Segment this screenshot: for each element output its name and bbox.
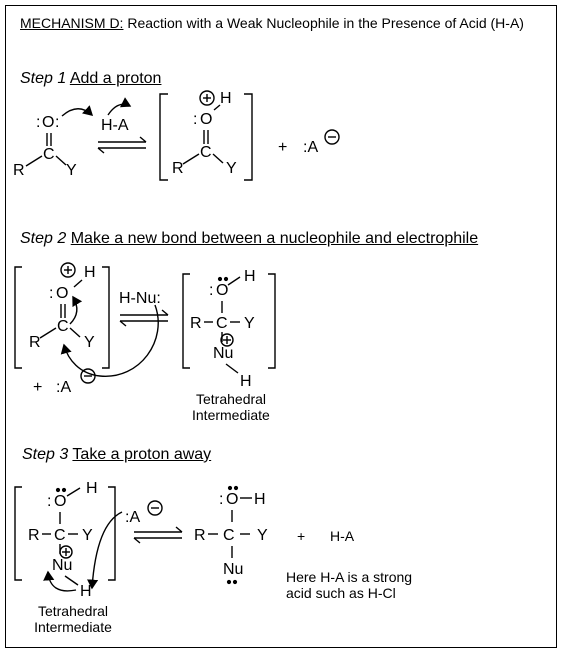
svg-text::: :	[193, 111, 197, 128]
atom-H: H	[244, 268, 256, 285]
negative-charge-icon	[324, 129, 340, 145]
intermediate-label-line1: Tetrahedral	[196, 391, 266, 407]
curved-arrow	[43, 570, 77, 592]
step2-reactant: H : O C R Y	[29, 262, 96, 351]
atom-O: O	[56, 285, 68, 302]
negative-charge-icon	[147, 500, 163, 516]
step1-protonated: H : O C R Y	[172, 90, 237, 177]
bracket-left	[159, 93, 168, 181]
atom-O: O	[54, 493, 66, 510]
diagram-title: MECHANISM D: Reaction with a Weak Nucleo…	[20, 13, 540, 33]
intermediate-label-line2: Intermediate	[192, 407, 270, 423]
intermediate-label-line1: Tetrahedral	[37, 603, 109, 619]
mechanism-label: MECHANISM D:	[20, 15, 124, 31]
atom-Nu: Nu	[52, 557, 72, 574]
nucleophile-label: H-Nu:	[119, 290, 161, 307]
atom-R: R	[190, 315, 202, 332]
atom-C: C	[200, 144, 212, 161]
bracket-left	[14, 266, 22, 369]
step-3-heading: Step 3 Take a proton away	[22, 446, 211, 464]
atom-C: C	[54, 527, 66, 544]
atom-Nu: Nu	[213, 345, 233, 362]
diagram-frame	[5, 5, 557, 648]
equilibrium-arrow	[133, 526, 183, 544]
atom-H: H	[254, 491, 266, 508]
equilibrium-arrow	[97, 136, 147, 154]
bracket-right	[268, 273, 276, 369]
anion-label: :A	[125, 509, 140, 526]
atom-R: R	[29, 334, 41, 351]
step-3-description: Take a proton away	[72, 446, 212, 463]
intermediate-label-line2: Intermediate	[34, 619, 112, 635]
atom-Y: Y	[226, 160, 237, 177]
atom-H: H	[86, 480, 98, 497]
svg-text::: :	[47, 493, 51, 510]
anion-label: :A	[303, 139, 318, 156]
atom-R: R	[13, 162, 25, 179]
svg-text::: :	[36, 114, 40, 131]
step-1-heading: Step 1 Add a proton	[20, 70, 161, 88]
atom-O: O	[226, 491, 238, 508]
atom-C: C	[216, 315, 228, 332]
bracket-right	[108, 486, 116, 581]
note-line2: acid such as H-Cl	[286, 585, 396, 601]
atom-C: C	[43, 146, 55, 163]
atom-H: H	[84, 264, 96, 281]
bracket-right	[244, 93, 253, 181]
step1-reactant: : O : C R Y	[13, 114, 77, 179]
curved-arrow	[60, 304, 159, 377]
mechanism-description: Reaction with a Weak Nucleophile in the …	[123, 15, 524, 31]
atom-O: O	[42, 114, 54, 131]
atom-H: H	[240, 373, 252, 390]
strong-acid-note: Here H-A is a strong acid such as H-Cl	[286, 569, 412, 601]
atom-C: C	[223, 527, 235, 544]
step3-product: O : H R C Y Nu	[194, 485, 268, 585]
atom-H: H	[80, 583, 92, 600]
plus-sign: +	[278, 139, 287, 156]
step-2-description: Make a new bond between a nucleophile an…	[70, 230, 479, 247]
atom-O: O	[200, 111, 212, 128]
atom-R: R	[194, 527, 206, 544]
atom-Y: Y	[84, 334, 95, 351]
svg-text::: :	[55, 114, 59, 131]
equilibrium-arrow	[119, 309, 169, 327]
curved-arrow	[86, 511, 123, 590]
bracket-left	[14, 486, 22, 581]
negative-charge-icon	[80, 368, 96, 384]
step2-intermediate: O : H R C Y Nu H	[190, 268, 256, 390]
atom-Y: Y	[257, 527, 268, 544]
atom-C: C	[57, 318, 69, 335]
anion-label: :A	[56, 379, 71, 396]
atom-Y: Y	[244, 315, 255, 332]
step-2-heading: Step 2 Make a new bond between a nucleop…	[20, 230, 478, 248]
step-3-number: Step 3	[22, 446, 69, 463]
atom-H: H	[220, 90, 232, 107]
step-2-number: Step 2	[20, 230, 67, 247]
svg-text::: :	[209, 282, 213, 299]
bracket-left	[182, 273, 190, 369]
curved-arrow	[69, 295, 83, 325]
step-1-number: Step 1	[20, 70, 67, 87]
atom-Y: Y	[82, 527, 93, 544]
acid-label: H-A	[101, 117, 129, 134]
step-1-description: Add a proton	[69, 70, 162, 87]
step3-intermediate: O : H R C Y Nu H	[28, 480, 98, 600]
curved-arrow	[107, 97, 132, 116]
atom-R: R	[28, 527, 40, 544]
plus-sign: +	[33, 379, 42, 396]
bracket-right	[102, 266, 110, 369]
curved-arrow	[61, 105, 94, 117]
svg-text::: :	[49, 285, 53, 302]
svg-text::: :	[219, 491, 223, 508]
product-acid-label: H-A	[330, 528, 355, 544]
atom-Y: Y	[66, 162, 77, 179]
atom-O: O	[216, 282, 228, 299]
intermediate-label: Tetrahedral Intermediate	[28, 603, 118, 635]
plus-sign: +	[297, 528, 305, 544]
atom-R: R	[172, 160, 184, 177]
atom-Nu: Nu	[223, 561, 243, 578]
note-line1: Here H-A is a strong	[286, 569, 413, 585]
